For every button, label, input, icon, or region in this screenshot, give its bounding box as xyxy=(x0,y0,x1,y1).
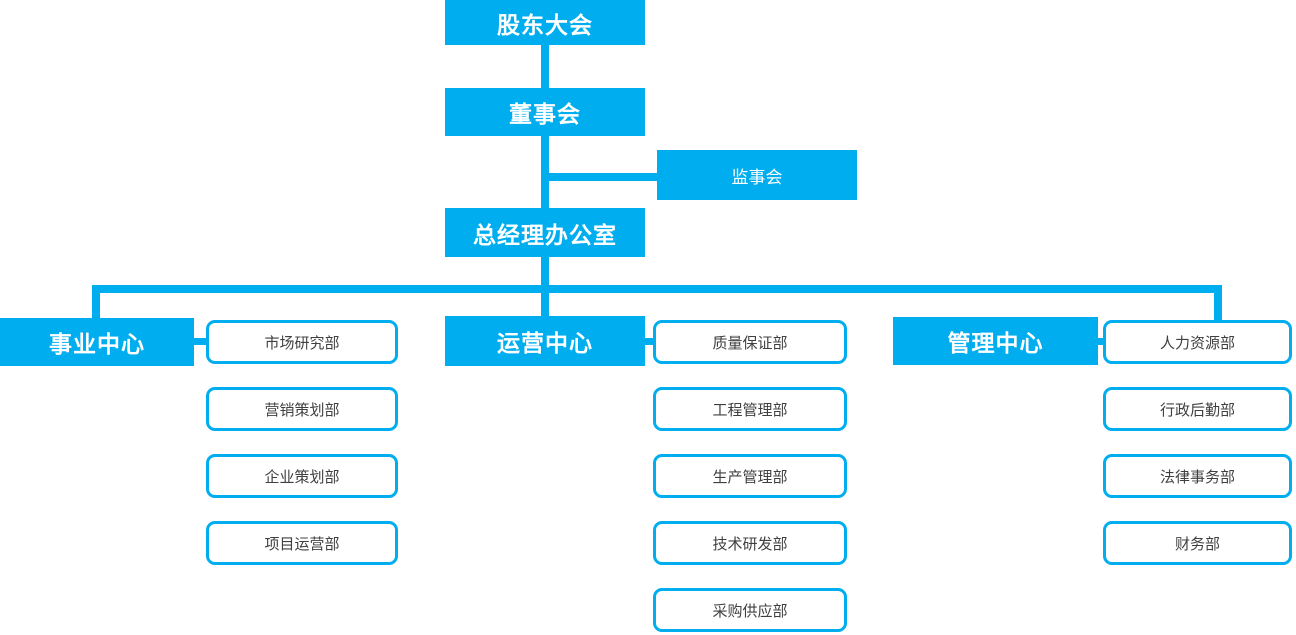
node-management-center: 管理中心 xyxy=(893,317,1098,365)
dept-production-management: 生产管理部 xyxy=(653,454,847,498)
dept-procurement-supply: 采购供应部 xyxy=(653,588,847,632)
stub-operations-center xyxy=(644,338,654,345)
node-business-center: 事业中心 xyxy=(0,318,194,366)
dept-legal-affairs: 法律事务部 xyxy=(1103,454,1292,498)
node-board-of-directors: 董事会 xyxy=(445,88,645,136)
dept-human-resources: 人力资源部 xyxy=(1103,320,1292,364)
dept-engineering-management: 工程管理部 xyxy=(653,387,847,431)
connector-left-drop xyxy=(92,285,100,319)
node-shareholders-meeting: 股东大会 xyxy=(445,0,645,45)
dept-marketing-planning: 营销策划部 xyxy=(206,387,398,431)
connector-right-drop xyxy=(1214,285,1222,321)
node-operations-center: 运营中心 xyxy=(445,316,645,366)
connector-board-to-gm xyxy=(541,136,549,208)
dept-market-research: 市场研究部 xyxy=(206,320,398,364)
dept-finance: 财务部 xyxy=(1103,521,1292,565)
connector-to-supervisory xyxy=(545,173,657,181)
node-gm-office: 总经理办公室 xyxy=(445,208,645,257)
dept-admin-logistics: 行政后勤部 xyxy=(1103,387,1292,431)
connector-main-horizontal xyxy=(92,285,1222,293)
dept-project-operations: 项目运营部 xyxy=(206,521,398,565)
dept-corporate-planning: 企业策划部 xyxy=(206,454,398,498)
stub-management-center xyxy=(1097,338,1104,345)
stub-business-center xyxy=(194,338,207,345)
dept-quality-assurance: 质量保证部 xyxy=(653,320,847,364)
dept-tech-research-dev: 技术研发部 xyxy=(653,521,847,565)
connector-root-to-board xyxy=(541,45,549,88)
node-supervisory-board: 监事会 xyxy=(657,150,857,200)
